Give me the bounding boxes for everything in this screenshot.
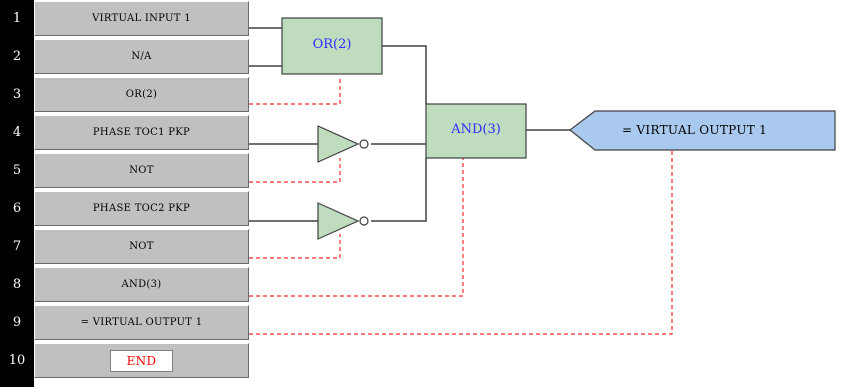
dashed-ref-not1 <box>249 158 341 183</box>
dashed-ref-or2 <box>249 78 341 105</box>
line-number-6: 6 <box>12 201 22 216</box>
line-number-9: 9 <box>12 315 22 330</box>
not-gate-1 <box>317 125 360 163</box>
dashed-ref-and3 <box>249 158 464 297</box>
not-gate-2 <box>317 202 360 240</box>
virtual-output-block <box>569 110 836 151</box>
or-gate <box>281 17 383 75</box>
line-number-4: 4 <box>12 125 22 140</box>
and-gate-label: AND(3) <box>451 122 501 137</box>
logic-row-not-1[interactable]: NOT <box>34 153 249 188</box>
logic-row-na[interactable]: N/A <box>34 39 249 74</box>
line-number-column: 1 2 3 4 5 6 7 8 9 10 <box>0 0 34 387</box>
logic-row-virtual-output-1[interactable]: = VIRTUAL OUTPUT 1 <box>34 305 249 340</box>
line-number-5: 5 <box>12 163 22 178</box>
logic-row-virtual-input-1[interactable]: VIRTUAL INPUT 1 <box>34 1 249 36</box>
dashed-ref-not2 <box>249 234 341 259</box>
line-number-7: 7 <box>12 239 22 254</box>
wire-or-to-and <box>382 45 427 104</box>
wire-not2-to-and <box>371 158 427 222</box>
line-number-10: 10 <box>8 353 26 368</box>
not-gate-2-bubble <box>359 216 369 226</box>
logic-row-phase-toc1-pkp[interactable]: PHASE TOC1 PKP <box>34 115 249 150</box>
logic-row-and3[interactable]: AND(3) <box>34 267 249 302</box>
virtual-output-label: = VIRTUAL OUTPUT 1 <box>622 123 768 137</box>
logic-row-end[interactable]: END <box>34 343 249 378</box>
line-number-3: 3 <box>12 87 22 102</box>
line-number-1: 1 <box>12 11 22 26</box>
and-gate <box>425 103 527 159</box>
not-gate-1-bubble <box>359 139 369 149</box>
line-number-2: 2 <box>12 49 22 64</box>
or-gate-label: OR(2) <box>312 37 352 52</box>
line-number-8: 8 <box>12 277 22 292</box>
logic-row-or2[interactable]: OR(2) <box>34 77 249 112</box>
logic-row-not-2[interactable]: NOT <box>34 229 249 264</box>
end-marker: END <box>109 349 174 372</box>
logic-row-phase-toc2-pkp[interactable]: PHASE TOC2 PKP <box>34 191 249 226</box>
dashed-ref-output <box>249 150 673 335</box>
